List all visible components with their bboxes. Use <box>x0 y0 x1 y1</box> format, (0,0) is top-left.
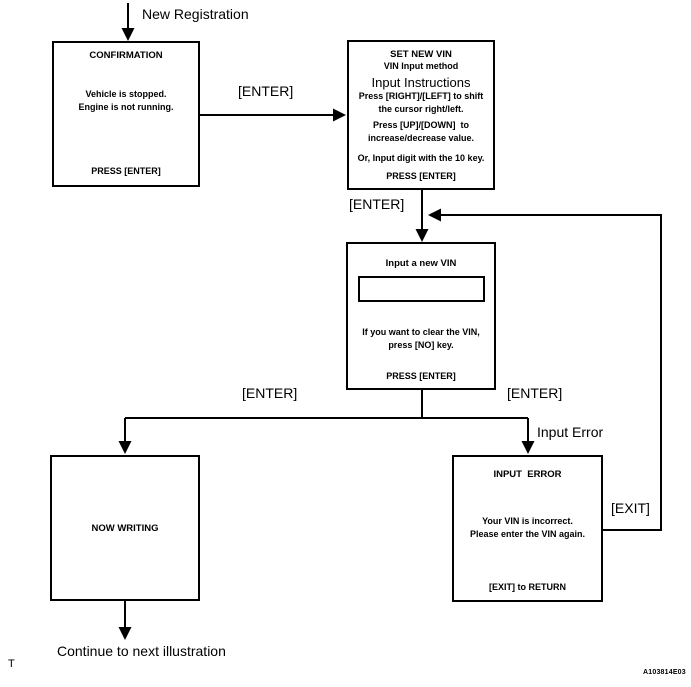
set-new-vin-line: Press [UP]/[DOWN] to <box>372 120 469 130</box>
set-new-vin-heading: Input Instructions <box>371 75 471 90</box>
input-error-line: Please enter the VIN again. <box>469 529 586 539</box>
set-new-vin-title: SET NEW VIN <box>390 49 452 60</box>
input-error-line: Your VIN is incorrect. <box>482 516 573 526</box>
figure-code: A103814E03 <box>643 669 686 676</box>
page-letter: T <box>8 658 15 670</box>
edge-label-input-error: Input Error <box>537 424 604 440</box>
set-new-vin-box: SET NEW VIN VIN Input method Input Instr… <box>347 40 495 190</box>
edge-label-enter-right: [ENTER] <box>507 385 563 401</box>
start-label: New Registration <box>142 6 249 22</box>
edge-label-exit: [EXIT] <box>611 500 650 516</box>
set-new-vin-line: increase/decrease value. <box>367 133 475 143</box>
input-error-footer: [EXIT] to RETURN <box>489 582 566 592</box>
input-vin-line: If you want to clear the VIN, <box>362 327 480 337</box>
set-new-vin-line: Press [RIGHT]/[LEFT] to shift <box>358 91 484 101</box>
end-label: Continue to next illustration <box>57 643 226 659</box>
edge-label-enter-top: [ENTER] <box>238 83 294 99</box>
input-vin-box: Input a new VIN If you want to clear the… <box>346 242 496 390</box>
now-writing-title: NOW WRITING <box>91 523 159 534</box>
edge-label-enter-mid: [ENTER] <box>349 196 405 212</box>
input-vin-line: press [NO] key. <box>388 340 454 350</box>
confirmation-line: Engine is not running. <box>78 102 174 112</box>
edge-label-enter-left: [ENTER] <box>242 385 298 401</box>
confirmation-line: Vehicle is stopped. <box>85 89 167 99</box>
confirmation-box: CONFIRMATION Vehicle is stopped. Engine … <box>52 41 200 187</box>
confirmation-title: CONFIRMATION <box>89 50 163 61</box>
input-error-box: INPUT ERROR Your VIN is incorrect. Pleas… <box>452 455 603 602</box>
input-vin-title: Input a new VIN <box>385 258 457 269</box>
now-writing-box: NOW WRITING <box>50 455 200 601</box>
input-vin-footer: PRESS [ENTER] <box>386 371 456 381</box>
input-error-title: INPUT ERROR <box>493 469 562 480</box>
set-new-vin-line: the cursor right/left. <box>378 104 464 114</box>
set-new-vin-subtitle: VIN Input method <box>383 61 459 71</box>
vin-input-field[interactable] <box>358 276 485 302</box>
confirmation-footer: PRESS [ENTER] <box>91 166 161 176</box>
set-new-vin-line: Or, Input digit with the 10 key. <box>357 153 485 163</box>
set-new-vin-footer: PRESS [ENTER] <box>386 171 456 181</box>
